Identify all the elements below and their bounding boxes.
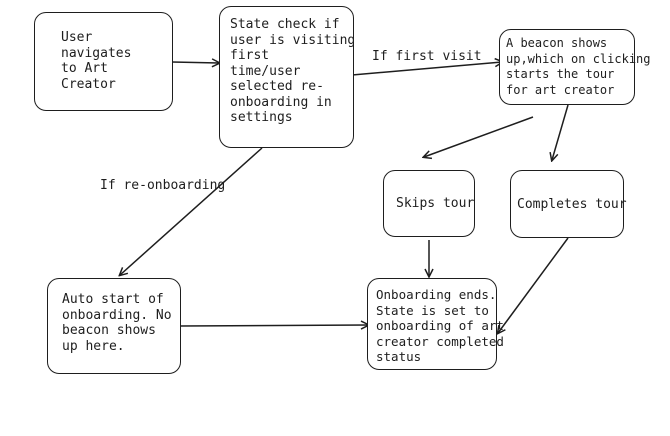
node-skips-tour: Skips tour (383, 170, 475, 237)
node-beacon-text: A beacon shows up,which on clicking star… (506, 36, 651, 97)
edge-label-reonboarding: If re-onboarding (100, 178, 226, 193)
node-onboarding-ends-text: Onboarding ends. State is set to onboard… (376, 287, 504, 364)
arrow-user-to-state-check (171, 62, 219, 63)
arrow-beacon-to-completes (552, 104, 569, 160)
node-completes-tour: Completes tour (510, 170, 627, 238)
arrow-beacon-to-skips (424, 116, 534, 157)
arrow-auto-start-to-ends (179, 325, 368, 326)
node-user-navigates: User navigates to Art Creator (34, 12, 173, 111)
arrow-state-check-to-auto-start (120, 147, 263, 275)
arrow-completes-to-ends (498, 237, 569, 333)
node-completes-tour-text: Completes tour (517, 197, 627, 212)
node-state-check-text: State check if user is visiting first ti… (230, 17, 356, 125)
arrow-state-check-to-beacon (351, 62, 502, 76)
node-state-check: State check if user is visiting first ti… (219, 6, 356, 148)
edge-label-first-visit: If first visit (372, 49, 482, 64)
node-user-navigates-text: User navigates to Art Creator (61, 30, 132, 92)
node-onboarding-ends: Onboarding ends. State is set to onboard… (367, 278, 504, 370)
node-auto-start: Auto start of onboarding. No beacon show… (47, 278, 181, 374)
node-auto-start-text: Auto start of onboarding. No beacon show… (62, 292, 172, 354)
node-skips-tour-text: Skips tour (396, 196, 475, 211)
node-beacon: A beacon shows up,which on clicking star… (499, 29, 651, 105)
